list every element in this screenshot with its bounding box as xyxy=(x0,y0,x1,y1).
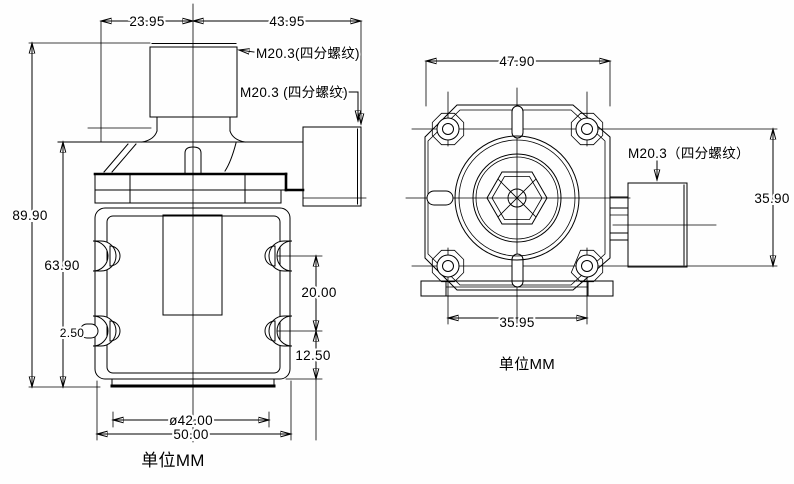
front-view-dimensions xyxy=(426,61,773,318)
top-thread-port xyxy=(149,43,238,118)
keyhole-slot-top-left xyxy=(92,240,121,272)
bottom-slot xyxy=(511,253,524,288)
hex-nut-inner xyxy=(491,176,543,220)
dim-hole-spacing: 20.00 xyxy=(301,285,336,300)
dim-vertical-hole-spacing: 35.90 xyxy=(754,191,789,206)
left-tab xyxy=(426,190,454,206)
pump-head xyxy=(57,127,305,204)
pump-head-front xyxy=(454,135,580,261)
side-thread-label: M20.3 (四分螺纹) xyxy=(240,85,348,100)
top-slot xyxy=(511,105,524,139)
side-view: 23.95 43.95 M20.3(四分螺纹) M20.3 (四分螺纹) 89.… xyxy=(10,3,367,470)
dim-plate-width: 47.90 xyxy=(499,54,534,69)
keyhole-slot-bottom-right xyxy=(264,315,293,347)
dim-outer-width: 50.00 xyxy=(173,427,208,442)
dim-width-right: 43.95 xyxy=(269,14,304,29)
top-thread-label: M20.3(四分螺纹) xyxy=(256,46,360,61)
base-pad xyxy=(110,378,276,388)
dim-horizontal-hole-spacing: 35.95 xyxy=(499,315,534,330)
side-view-dimensions xyxy=(29,21,361,441)
unit-note-front: 单位MM xyxy=(499,356,555,373)
head-boss xyxy=(184,146,202,174)
outlet-thread-port xyxy=(609,182,688,268)
mounting-plate xyxy=(424,104,611,291)
front-base xyxy=(420,280,614,297)
dim-hole-to-bottom: 12.50 xyxy=(295,348,330,363)
dim-width-left: 23.95 xyxy=(129,14,164,29)
keyhole-slot-top-right xyxy=(264,240,293,272)
front-view: 47.90 M20.3（四分螺纹） 35.90 35.95 单位MM xyxy=(405,52,791,373)
dim-nub: 2.50 xyxy=(60,326,85,340)
dim-upper-height: 63.90 xyxy=(44,258,79,273)
corner-screw-holes xyxy=(431,112,604,283)
outlet-thread-label: M20.3（四分螺纹） xyxy=(628,146,750,161)
port-neck xyxy=(141,116,246,143)
keyhole-slot-bottom-left xyxy=(79,315,121,347)
hex-nut-outer xyxy=(486,171,548,225)
dim-inner-diameter: ø42.00 xyxy=(169,413,213,428)
unit-note-side: 单位MM xyxy=(141,451,205,470)
shaft-circle xyxy=(507,188,527,208)
stator-slot xyxy=(162,214,223,316)
wire-nub xyxy=(79,323,99,339)
dim-total-height: 89.90 xyxy=(12,208,47,223)
motor-body xyxy=(79,207,293,388)
side-thread-port xyxy=(302,126,367,207)
